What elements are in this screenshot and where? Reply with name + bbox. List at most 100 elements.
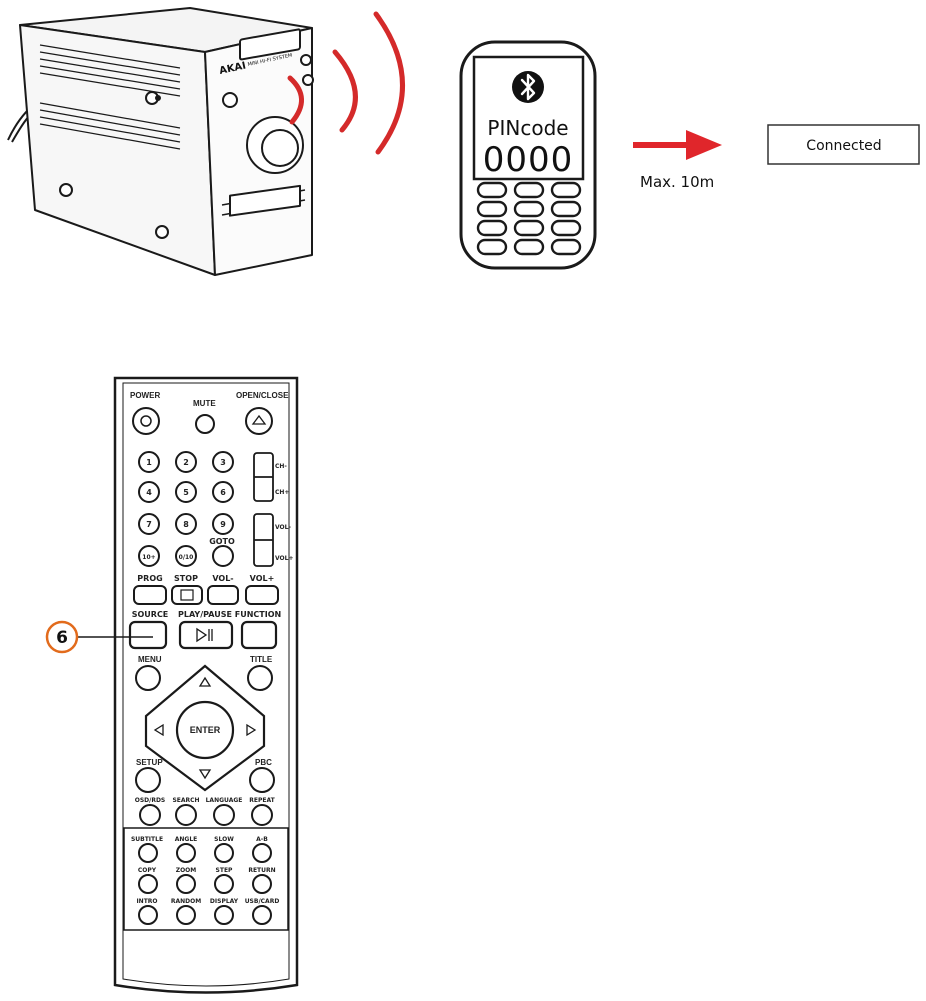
vol-plus-label: VOL+	[250, 574, 275, 583]
source-button	[128, 620, 168, 650]
key-4: 4	[146, 488, 152, 497]
key-7: 7	[146, 520, 152, 529]
goto-label: GOTO	[209, 537, 235, 546]
search-button	[175, 804, 197, 826]
angle-label: ANGLE	[175, 836, 198, 843]
unit-brand-logo: AKAI	[218, 61, 247, 77]
screw	[59, 183, 73, 197]
hifi-unit-illustration: AKAI MINI HI-FI SYSTEM	[7, 7, 314, 276]
callout-number: 6	[56, 628, 68, 648]
title-label: TITLE	[250, 655, 273, 664]
power-button	[132, 407, 160, 435]
title-button	[247, 665, 273, 691]
source-label: SOURCE	[132, 610, 169, 619]
callout-6: 6	[45, 620, 153, 654]
enter-button	[175, 700, 235, 760]
step-button	[214, 874, 234, 894]
dpad	[144, 664, 266, 792]
display-label: DISPLAY	[210, 898, 239, 905]
unit-display	[239, 28, 301, 61]
unit-side-face	[19, 24, 216, 276]
menu-label: MENU	[138, 655, 162, 664]
key-10plus: 10+	[142, 554, 155, 561]
search-label: SEARCH	[172, 797, 199, 804]
slow-label: SLOW	[214, 836, 234, 843]
language-button	[213, 804, 235, 826]
key-6: 6	[220, 488, 226, 497]
open-close-button	[245, 407, 273, 435]
number-keys	[138, 451, 234, 567]
eject-icon	[251, 414, 267, 425]
unit-knob-small	[222, 92, 238, 108]
ch-minus-label: CH-	[275, 463, 287, 470]
copy-label: COPY	[138, 867, 157, 874]
power-icon	[140, 415, 152, 427]
down-arrow-icon	[198, 769, 212, 780]
mute-label: MUTE	[193, 399, 216, 408]
copy-button	[138, 874, 158, 894]
setup-label: SETUP	[136, 758, 163, 767]
key-3: 3	[220, 458, 226, 467]
side-rocker-keys	[253, 452, 274, 567]
lower-panel	[123, 827, 289, 931]
function-label: FUNCTION	[235, 610, 281, 619]
random-label: RANDOM	[171, 898, 201, 905]
usb-card-button	[252, 905, 272, 925]
bluetooth-icon	[512, 71, 544, 103]
step-label: STEP	[216, 867, 234, 874]
key-9: 9	[220, 520, 226, 529]
ab-label: A-B	[256, 836, 268, 843]
prog-label: PROG	[137, 574, 162, 583]
left-arrow-icon	[153, 723, 164, 737]
stop-icon	[180, 589, 194, 601]
play-pause-icon	[196, 627, 213, 643]
bluetooth-signal-waves	[287, 11, 405, 155]
return-label: RETURN	[248, 867, 275, 874]
range-label: Max. 10m	[640, 173, 714, 191]
right-arrow-icon	[246, 723, 257, 737]
repeat-label: REPEAT	[249, 797, 275, 804]
usb-card-label: USB/CARD	[245, 898, 280, 905]
phone-keypad	[476, 181, 582, 256]
ch-plus-label: CH+	[275, 489, 289, 496]
repeat-button	[251, 804, 273, 826]
ab-button	[252, 843, 272, 863]
vol-minus-side-label: VOL-	[275, 524, 291, 531]
return-button	[252, 874, 272, 894]
up-arrow-icon	[198, 676, 212, 687]
angle-button	[176, 843, 196, 863]
status-box	[767, 124, 920, 165]
key-8: 8	[183, 520, 189, 529]
intro-button	[138, 905, 158, 925]
power-label: POWER	[130, 391, 160, 400]
openclose-label: OPEN/CLOSE	[236, 391, 289, 400]
osd-label: OSD/RDS	[135, 797, 166, 804]
slow-button	[214, 843, 234, 863]
function-button	[240, 620, 278, 650]
key-1: 1	[146, 458, 152, 467]
language-label: LANGUAGE	[206, 797, 243, 804]
menu-button	[135, 665, 161, 691]
unit-volume-knob-inner	[261, 129, 299, 167]
stop-label: STOP	[174, 574, 198, 583]
unit-button	[302, 74, 314, 86]
range-arrow	[633, 130, 722, 160]
osd-button	[139, 804, 161, 826]
prog-button	[133, 585, 167, 605]
callout-circle	[45, 620, 79, 654]
pincode-value: 0000	[483, 140, 574, 180]
vol-plus-button	[245, 585, 279, 605]
screw	[155, 225, 169, 239]
pbc-button	[249, 767, 275, 793]
zoom-label: ZOOM	[176, 867, 197, 874]
display-button	[214, 905, 234, 925]
subtitle-button	[138, 843, 158, 863]
status-text: Connected	[806, 138, 881, 154]
mobile-phone-illustration: PINcode 0000	[459, 40, 597, 270]
key-5: 5	[183, 488, 189, 497]
enter-label: ENTER	[190, 725, 221, 735]
intro-label: INTRO	[136, 898, 157, 905]
remote-control: POWER MUTE OPEN/CLOSE 1 2 3 4 5 6 7 8 9 …	[113, 376, 299, 994]
unit-cd-tray	[229, 184, 301, 217]
